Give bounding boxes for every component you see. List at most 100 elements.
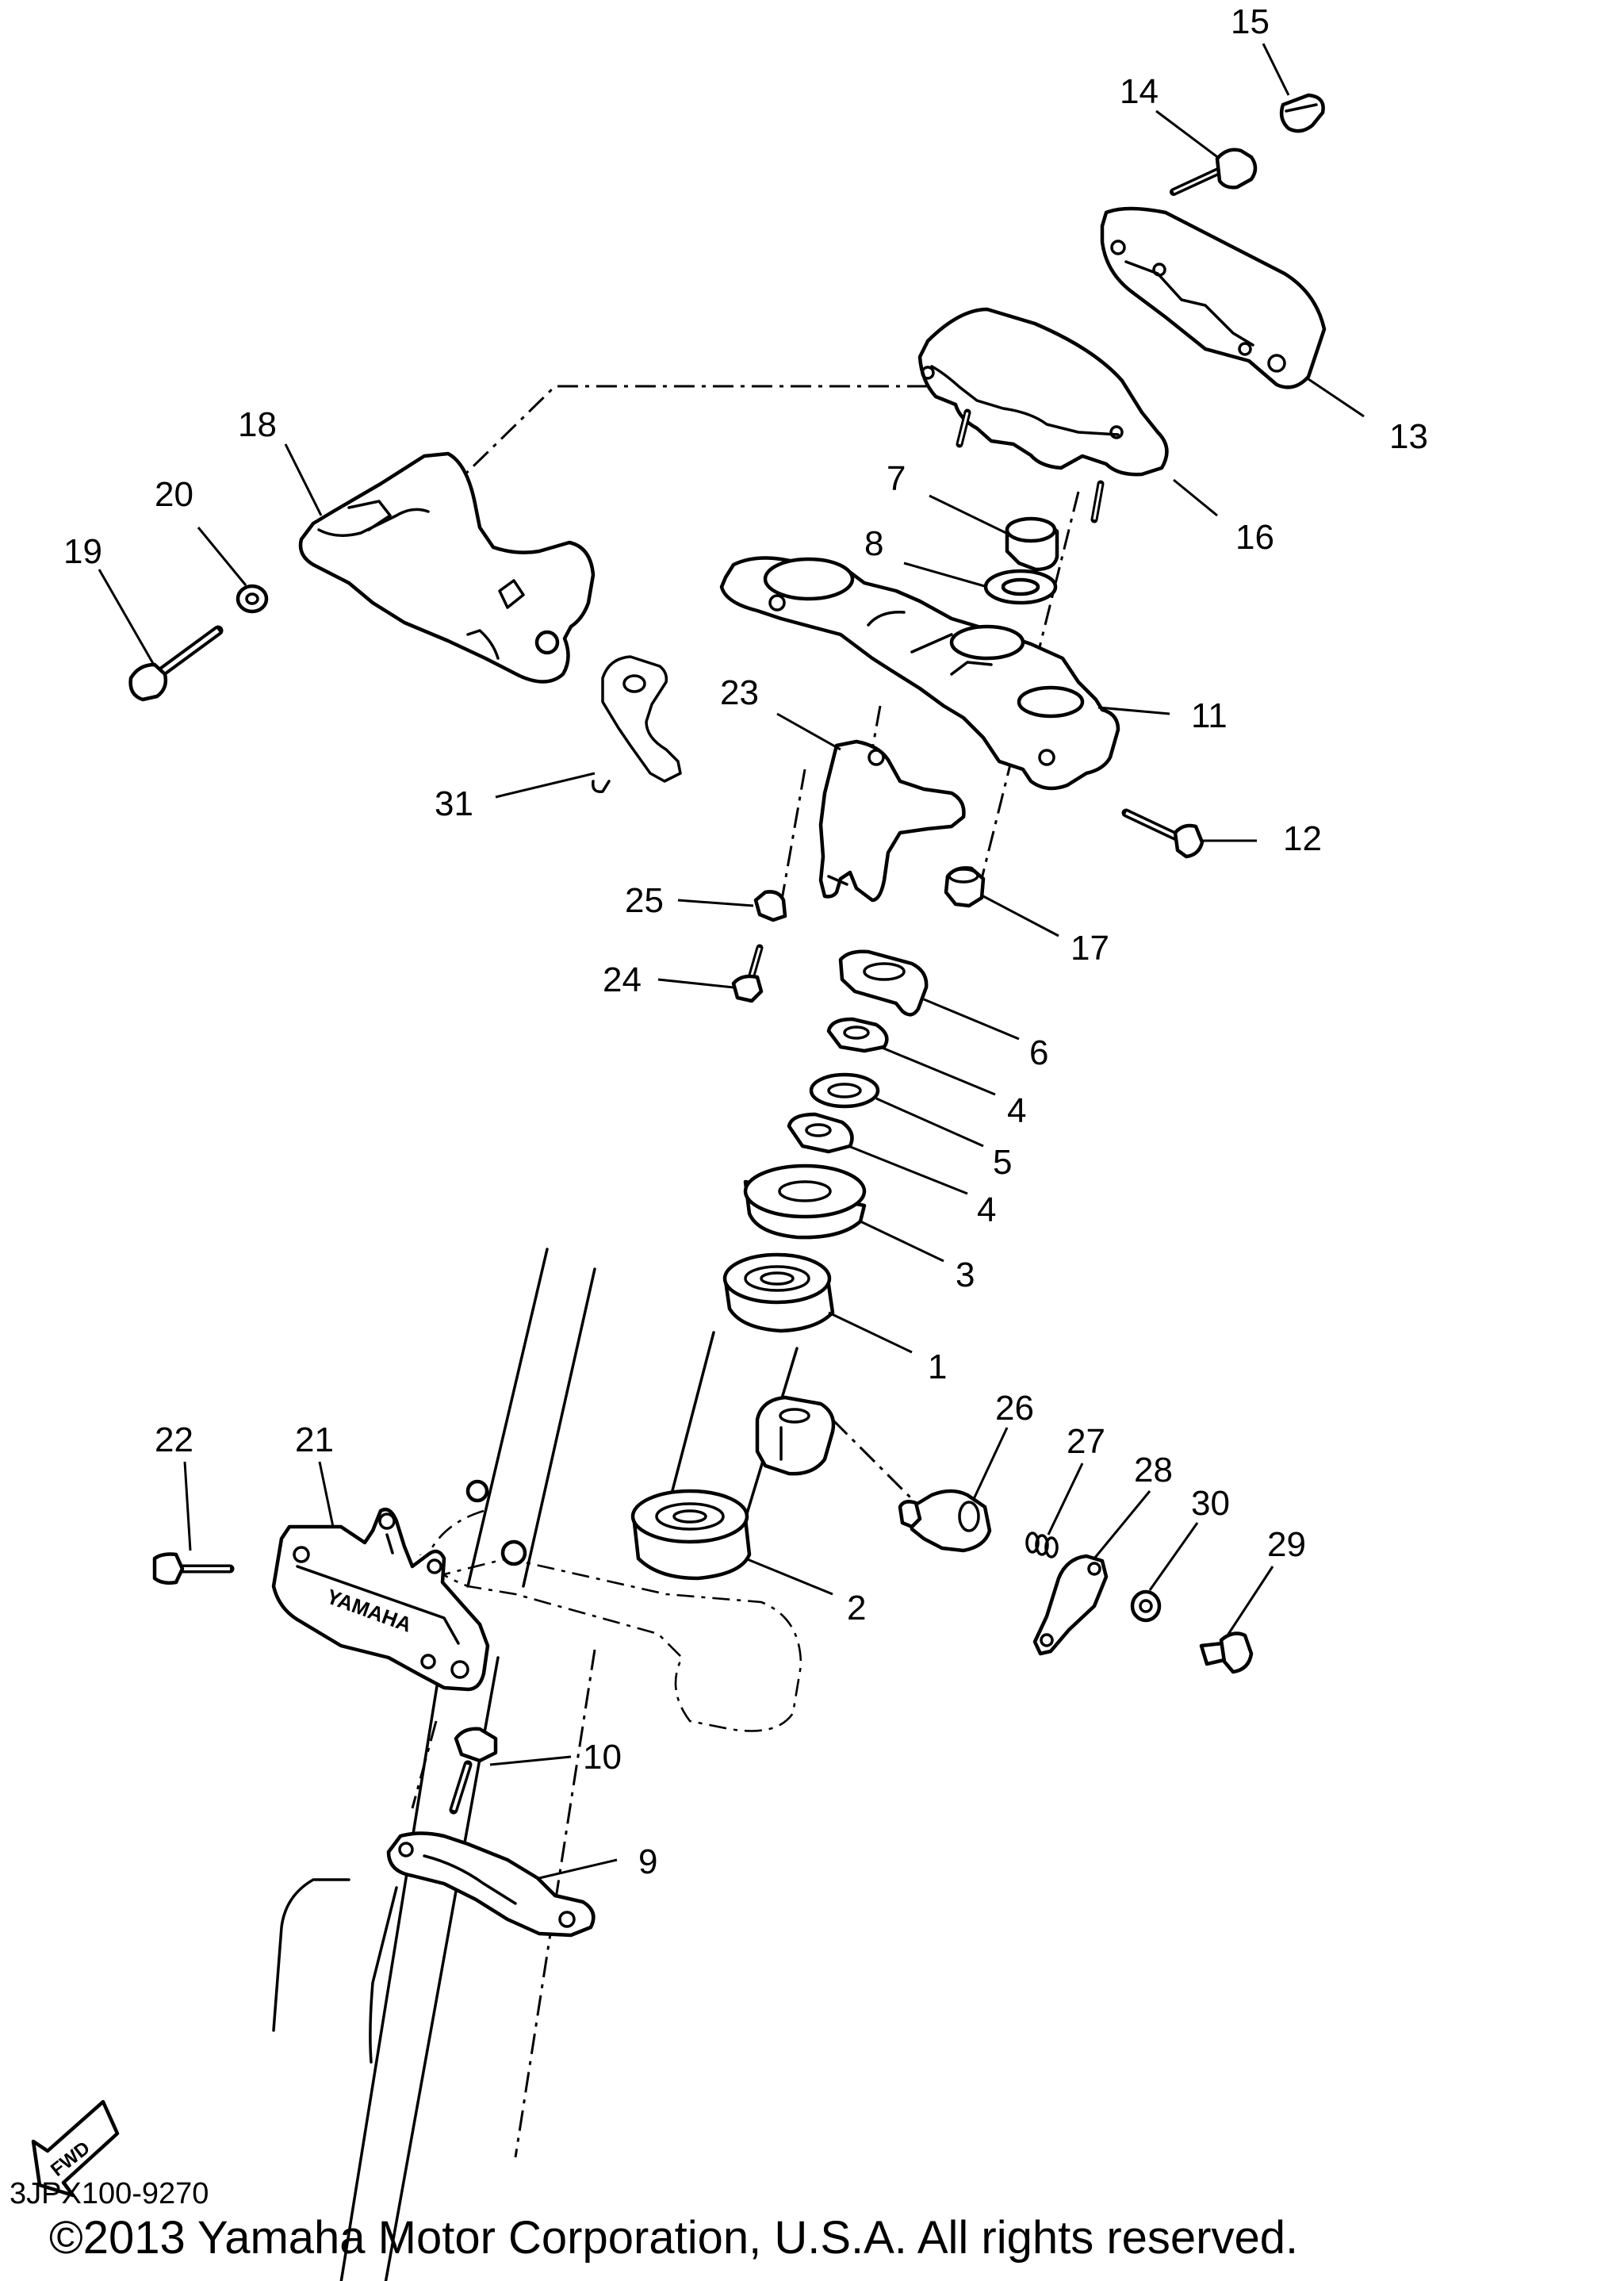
leader-15 bbox=[1262, 43, 1290, 96]
part-10-bolt bbox=[449, 1727, 498, 1815]
part-9-guide-bracket bbox=[386, 1831, 596, 1938]
dash-line-fork-center bbox=[514, 1649, 596, 2158]
part-24-screw bbox=[731, 944, 764, 1003]
leader-30 bbox=[1148, 1522, 1199, 1591]
leader-19 bbox=[98, 569, 156, 667]
part-2-bearing-lower bbox=[630, 1489, 752, 1581]
callout-8: 8 bbox=[864, 524, 883, 563]
part-12-bolt bbox=[1121, 808, 1205, 859]
damper-collar bbox=[755, 1395, 836, 1476]
leader-7 bbox=[929, 494, 1012, 537]
part-22-bolt bbox=[152, 1552, 235, 1585]
part-31-clip bbox=[592, 655, 682, 793]
callout-21: 21 bbox=[295, 1420, 334, 1459]
callout-17: 17 bbox=[1071, 929, 1109, 968]
callout-24: 24 bbox=[603, 960, 642, 999]
leader-28 bbox=[1093, 1490, 1151, 1559]
part-29-screw bbox=[1199, 1631, 1254, 1674]
leader-4-upper bbox=[879, 1045, 996, 1096]
part-28-plate bbox=[1032, 1554, 1109, 1656]
leader-16 bbox=[1173, 478, 1218, 517]
callout-27: 27 bbox=[1067, 1422, 1105, 1461]
callout-numbers: 15 14 13 16 7 8 11 12 17 18 20 19 31 23 … bbox=[63, 2, 1428, 1881]
callout-26: 26 bbox=[995, 1389, 1034, 1428]
leader-13 bbox=[1308, 378, 1365, 418]
part-14-bolt bbox=[1170, 148, 1258, 196]
part-27-spring bbox=[1025, 1532, 1059, 1558]
leader-3 bbox=[860, 1220, 944, 1263]
leader-9 bbox=[538, 1858, 618, 1880]
frame-hole-lower bbox=[500, 1539, 527, 1566]
part-16-handle-holder-upper bbox=[917, 307, 1169, 523]
callout-30: 30 bbox=[1191, 1484, 1230, 1523]
callout-31: 31 bbox=[435, 784, 473, 823]
part-7-nut bbox=[1005, 516, 1059, 572]
callout-15: 15 bbox=[1231, 2, 1270, 41]
leader-24 bbox=[657, 978, 734, 989]
leader-5 bbox=[875, 1097, 984, 1148]
callout-23: 23 bbox=[720, 673, 759, 712]
callout-1: 1 bbox=[928, 1348, 947, 1386]
callout-28: 28 bbox=[1134, 1451, 1173, 1489]
leader-17 bbox=[982, 895, 1059, 937]
callout-20: 20 bbox=[155, 475, 193, 514]
callout-10: 10 bbox=[583, 1738, 622, 1777]
callout-18: 18 bbox=[238, 405, 277, 444]
leader-23 bbox=[776, 712, 841, 751]
part-11-upper-bracket bbox=[719, 556, 1120, 791]
fork-tube bbox=[272, 1248, 596, 2281]
callout-5: 5 bbox=[993, 1143, 1012, 1182]
leader-21 bbox=[318, 1461, 335, 1528]
part-26-damper bbox=[898, 1489, 992, 1553]
part-15-cap bbox=[1279, 93, 1325, 133]
callout-9: 9 bbox=[638, 1842, 657, 1881]
part-18-handle-holder-lower bbox=[298, 451, 596, 684]
part-19-bolt bbox=[128, 625, 224, 702]
leader-1 bbox=[828, 1311, 913, 1354]
callout-2: 2 bbox=[847, 1589, 866, 1627]
leader-11 bbox=[1097, 706, 1170, 715]
leader-10 bbox=[489, 1755, 572, 1766]
copyright-notice: ©2013 Yamaha Motor Corporation, U.S.A. A… bbox=[49, 2212, 1299, 2264]
part-20-washer bbox=[236, 584, 269, 614]
callout-6: 6 bbox=[1029, 1033, 1048, 1072]
diagram-code: 3JPX100-9270 bbox=[10, 2177, 209, 2210]
leader-8 bbox=[903, 562, 988, 588]
part-17-nut bbox=[944, 866, 986, 908]
callout-14: 14 bbox=[1120, 72, 1159, 111]
part-6-lock-plate bbox=[838, 949, 929, 1017]
callout-12: 12 bbox=[1283, 819, 1322, 858]
callout-4a: 4 bbox=[1007, 1091, 1026, 1130]
part-23-bracket bbox=[818, 739, 966, 903]
part-30-washer bbox=[1130, 1589, 1162, 1623]
leader-29 bbox=[1226, 1566, 1274, 1636]
callout-16: 16 bbox=[1235, 518, 1274, 557]
frame-hole-upper bbox=[465, 1479, 489, 1503]
part-4-ring-nut-upper bbox=[826, 1017, 889, 1053]
leader-4-lower bbox=[848, 1144, 968, 1195]
leader-14 bbox=[1155, 109, 1220, 160]
part-4-ring-nut-lower bbox=[787, 1112, 854, 1154]
leader-27 bbox=[1047, 1463, 1084, 1535]
dash-line-handle-holder bbox=[444, 385, 928, 495]
part-13-upper-cover bbox=[1100, 206, 1327, 389]
callout-22: 22 bbox=[155, 1420, 193, 1459]
part-5-washer bbox=[809, 1072, 880, 1109]
callout-25: 25 bbox=[625, 881, 664, 920]
leader-22 bbox=[183, 1461, 192, 1551]
leader-2 bbox=[745, 1557, 833, 1596]
dash-line-bracket-screw bbox=[779, 769, 806, 905]
leader-6 bbox=[923, 998, 1020, 1041]
callout-19: 19 bbox=[63, 532, 102, 571]
leader-31 bbox=[495, 772, 596, 799]
part-25-nut bbox=[753, 890, 787, 922]
callout-29: 29 bbox=[1267, 1525, 1306, 1564]
leader-lines bbox=[98, 43, 1365, 1880]
part-3-dust-seal bbox=[743, 1164, 867, 1240]
part-8-washer bbox=[983, 569, 1058, 605]
callout-13: 13 bbox=[1389, 417, 1428, 456]
callout-11: 11 bbox=[1191, 696, 1228, 735]
leader-26 bbox=[972, 1427, 1009, 1500]
part-1-bearing bbox=[722, 1252, 835, 1333]
